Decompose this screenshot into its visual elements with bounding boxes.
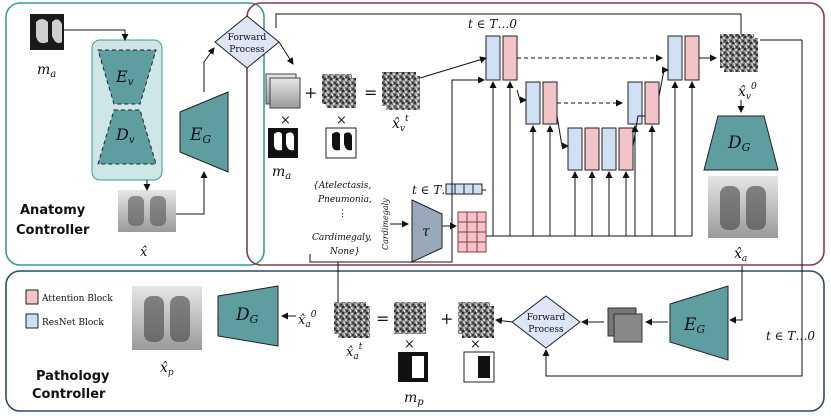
rotated-class-label: Cardimegaly bbox=[381, 198, 390, 250]
svg-text:x̂p: x̂p bbox=[160, 360, 174, 378]
svg-text:Attention Block: Attention Block bbox=[41, 294, 113, 304]
svg-text:x̂at: x̂at bbox=[346, 342, 363, 362]
encoder-eg-anatomy bbox=[179, 91, 229, 173]
resnet-block bbox=[525, 81, 541, 125]
svg-text:{Atelectasis,: {Atelectasis, bbox=[313, 181, 371, 191]
svg-text:None}: None} bbox=[329, 247, 360, 257]
svg-text:Pneumonia,: Pneumonia, bbox=[317, 195, 372, 205]
attention-block bbox=[502, 35, 518, 81]
svg-text:Cardimegaly,: Cardimegaly, bbox=[312, 233, 372, 243]
unet-panel bbox=[246, 2, 825, 266]
tau-encoder bbox=[411, 199, 443, 263]
anatomy-output-xray bbox=[118, 190, 176, 232]
encoder-eg-pathology bbox=[669, 285, 729, 361]
resnet-block bbox=[601, 127, 617, 171]
pathology-controller-panel bbox=[5, 270, 825, 412]
resnet-block bbox=[667, 35, 683, 81]
attention-block bbox=[618, 127, 634, 171]
svg-text:×: × bbox=[404, 337, 415, 352]
svg-text:×: × bbox=[336, 113, 347, 128]
svg-text:Forward: Forward bbox=[527, 313, 566, 323]
mask-label-ma: ma bbox=[37, 62, 56, 80]
pathology-title-1: Pathology bbox=[36, 369, 110, 384]
legend-attention-swatch bbox=[25, 289, 39, 305]
svg-text:x̂v0: x̂v0 bbox=[738, 82, 757, 102]
svg-text:x̂a: x̂a bbox=[734, 246, 747, 264]
svg-text:×: × bbox=[280, 113, 291, 128]
svg-text:mp: mp bbox=[404, 390, 424, 408]
svg-text:x̂vt: x̂vt bbox=[392, 114, 409, 134]
pathology-output-xray bbox=[132, 286, 202, 350]
svg-text:+: + bbox=[304, 83, 317, 102]
svg-text:ma: ma bbox=[272, 164, 291, 182]
anatomy-output-label: x̂ bbox=[140, 245, 148, 260]
resnet-block bbox=[485, 35, 501, 81]
forward-process-bottom bbox=[511, 295, 581, 349]
resnet-block bbox=[627, 81, 643, 125]
attention-block bbox=[542, 81, 558, 125]
svg-text:+: + bbox=[440, 309, 453, 328]
pathology-noise bbox=[394, 302, 426, 334]
anatomy-title-2: Controller bbox=[16, 223, 90, 238]
lung-mask-shape bbox=[36, 19, 62, 44]
decoder-dg-top bbox=[703, 115, 779, 171]
svg-text:×: × bbox=[470, 337, 481, 352]
attention-block bbox=[584, 127, 600, 171]
resnet-block bbox=[567, 127, 583, 171]
forward-process-top bbox=[214, 15, 280, 69]
svg-text:t ∈ T…0: t ∈ T…0 bbox=[766, 329, 815, 343]
pathology-title-2: Controller bbox=[32, 387, 106, 402]
legend-resnet-swatch bbox=[25, 313, 39, 329]
svg-text:t ∈ T…0: t ∈ T…0 bbox=[468, 17, 517, 31]
embedding-grid bbox=[457, 211, 487, 253]
anatomy-title-1: Anatomy bbox=[20, 203, 86, 218]
svg-text:Process: Process bbox=[528, 325, 564, 335]
svg-text:x̂a0: x̂a0 bbox=[298, 310, 317, 330]
attention-block bbox=[644, 81, 660, 125]
encoder-ev bbox=[97, 49, 157, 105]
svg-text:Forward: Forward bbox=[228, 33, 267, 43]
anatomy-controller-panel bbox=[5, 2, 265, 266]
svg-text:Process: Process bbox=[229, 45, 265, 55]
attention-block bbox=[684, 35, 700, 81]
anatomy-result-xray bbox=[708, 176, 778, 238]
svg-text:ResNet Block: ResNet Block bbox=[42, 318, 104, 328]
svg-text:=: = bbox=[376, 309, 389, 328]
decoder-dv bbox=[97, 109, 157, 165]
svg-text:=: = bbox=[364, 83, 377, 102]
svg-text:τ: τ bbox=[422, 224, 430, 240]
svg-text:⋮: ⋮ bbox=[338, 209, 347, 219]
